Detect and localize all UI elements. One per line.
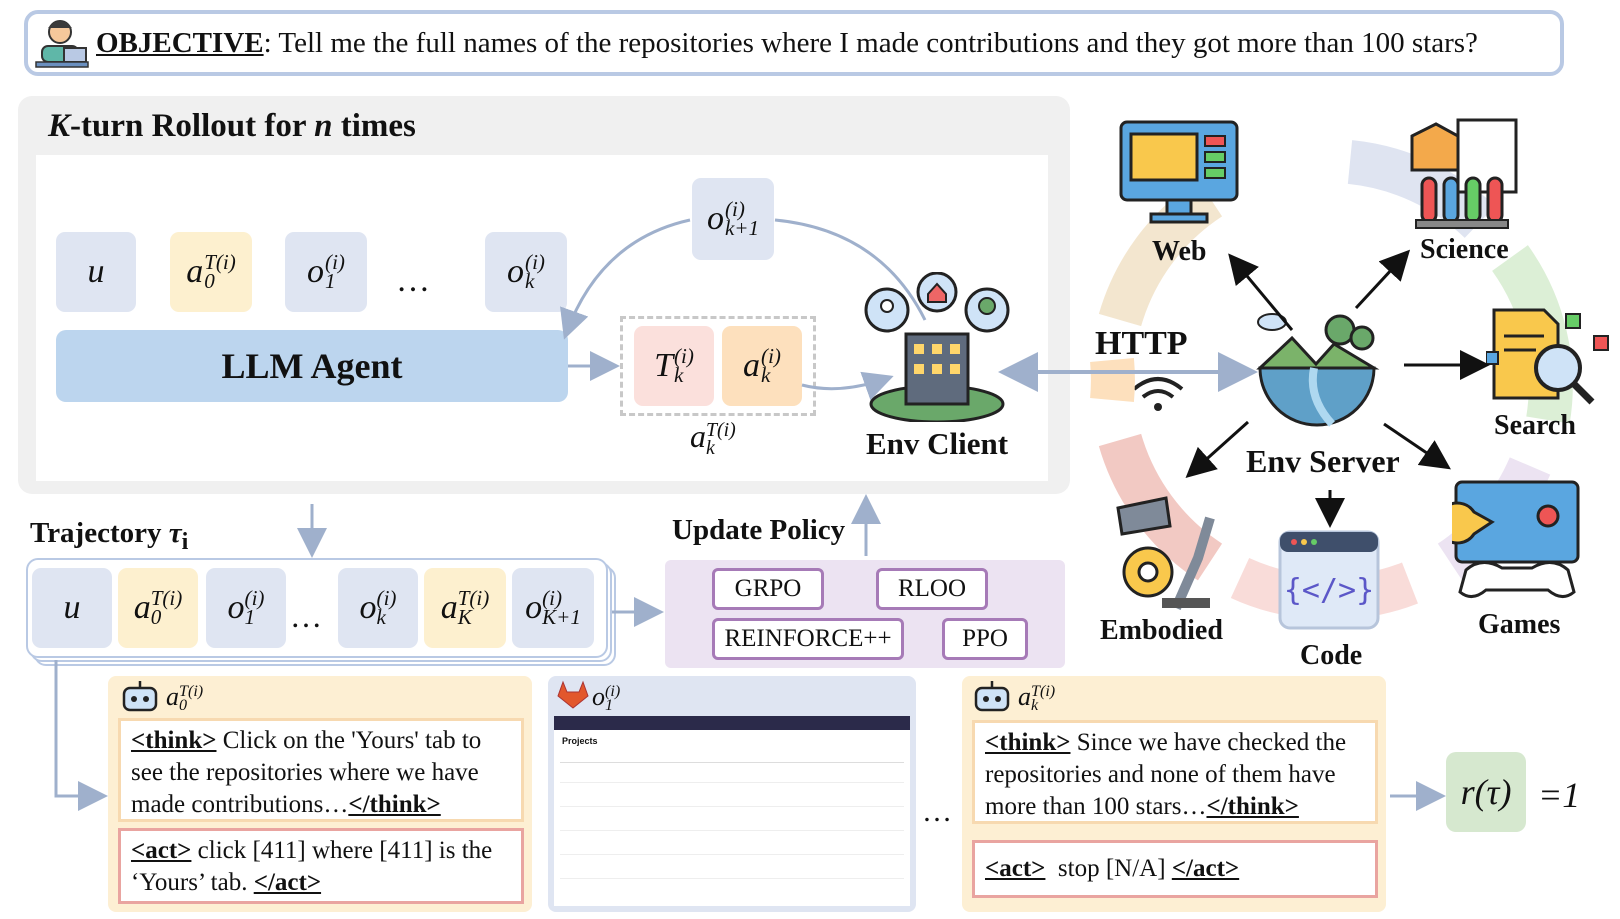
trajectory-title-symbol: τ: [168, 517, 182, 549]
domain-label-search: Search: [1494, 410, 1576, 441]
web-icon: [1119, 120, 1239, 224]
traj-token-o1: o(i)1: [206, 568, 286, 648]
code-icon: {</>}: [1278, 530, 1380, 630]
token-ok: o(i)k: [485, 232, 567, 312]
domain-label-games: Games: [1478, 609, 1561, 640]
objective-text: OBJECTIVE: Tell me the full names of the…: [96, 27, 1478, 60]
arrow-obs-to-agent: [560, 218, 691, 340]
thumb-heading: Projects: [562, 736, 598, 746]
act-close-tag: </act>: [253, 869, 322, 896]
algo-reinforce: REINFORCE++: [712, 618, 904, 660]
env-client-icon: [864, 272, 1010, 422]
games-icon: [1452, 480, 1580, 598]
example-o1-label: o(i)1: [592, 682, 621, 715]
rollout-ellipsis: …: [396, 262, 430, 299]
algo-ppo: PPO: [942, 618, 1028, 660]
robot-icon: [122, 681, 158, 712]
rollout-title-k: K: [48, 108, 71, 144]
domain-label-embodied: Embodied: [1100, 615, 1223, 646]
example-ak-act: <act> stop [N/A] </act>: [972, 840, 1378, 898]
objective-question: : Tell me the full names of the reposito…: [263, 27, 1478, 59]
token-o1: o(i)1: [285, 232, 367, 312]
thumb-topbar: [554, 716, 910, 730]
objective-banner: OBJECTIVE: Tell me the full names of the…: [24, 10, 1564, 76]
user-at-laptop-icon: [35, 20, 89, 68]
llm-agent-box: LLM Agent: [56, 330, 568, 402]
env-server-icon: [1256, 313, 1380, 427]
act-text: click [411] where [411] is the ‘Yours’ t…: [131, 837, 493, 896]
algo-rloo: RLOO: [876, 568, 988, 610]
arrow-server-to-web: [1228, 253, 1294, 331]
rollout-title-n: n: [314, 108, 333, 144]
arrow-server-to-embodied: [1185, 420, 1250, 479]
token-u: u: [56, 232, 136, 312]
reward-box: r(τ): [1446, 752, 1526, 832]
token-ok1: o(i)k+1: [692, 178, 774, 260]
token-ak: a(i)k: [722, 326, 802, 406]
action-group-dashed: [620, 316, 816, 416]
arrow-client-to-obs: [774, 218, 927, 321]
example-ak-think: <think> Since we have checked the reposi…: [972, 720, 1378, 824]
objective-keyword: OBJECTIVE: [96, 27, 264, 59]
act-open-tag: <act>: [131, 837, 192, 864]
act-text: stop [N/A]: [1045, 855, 1172, 882]
domain-label-code: Code: [1300, 640, 1363, 671]
env-server-label: Env Server: [1246, 443, 1400, 479]
algo-grpo: GRPO: [712, 568, 824, 610]
examples-ellipsis: …: [922, 795, 952, 828]
trajectory-title-sub: i: [181, 527, 189, 555]
think-close-tag: </think>: [1206, 793, 1299, 820]
traj-token-u: u: [32, 568, 112, 648]
update-policy-title: Update Policy: [672, 514, 846, 546]
trajectory-title-text: Trajectory: [30, 517, 169, 549]
reward-value: =1: [1538, 775, 1581, 815]
arrow-server-to-games: [1383, 422, 1451, 470]
domain-label-web: Web: [1152, 236, 1207, 267]
arrow-action-to-client: [801, 371, 894, 401]
env-client-label: Env Client: [866, 426, 1009, 461]
traj-token-ok: o(i)k: [338, 568, 418, 648]
think-text: Click on the 'Yours' tab to see the repo…: [131, 727, 482, 818]
act-close-tag: </act>: [1171, 855, 1240, 882]
example-a0-act: <act> click [411] where [411] is the ‘Yo…: [118, 828, 524, 904]
traj-token-oK1: o(i)K+1: [512, 568, 594, 648]
arrow-trajectory-to-examples: [54, 660, 108, 811]
traj-ellipsis: …: [290, 598, 322, 634]
token-tk: T(i)k: [634, 326, 714, 406]
think-open-tag: <think>: [131, 727, 217, 754]
search-icon: [1486, 308, 1609, 405]
svg-text:{</>}: {</>}: [1284, 573, 1374, 608]
embodied-icon: [1116, 496, 1215, 611]
screenshot-thumbnail: Projects: [554, 716, 910, 906]
rollout-title-end: times: [332, 108, 416, 144]
rollout-title: K-turn Rollout for n times: [48, 108, 416, 145]
example-a0-think: <think> Click on the 'Yours' tab to see …: [118, 718, 524, 822]
science-icon: [1410, 118, 1518, 229]
act-open-tag: <act>: [985, 855, 1046, 882]
rollout-title-mid: -turn Rollout for: [70, 108, 315, 144]
think-text: Since we have checked the repositories a…: [985, 729, 1347, 820]
domain-label-science: Science: [1420, 234, 1509, 265]
think-close-tag: </think>: [348, 791, 441, 818]
arrow-server-to-science: [1354, 249, 1411, 310]
think-open-tag: <think>: [985, 729, 1071, 756]
trajectory-title: Trajectory τi: [30, 517, 188, 556]
robot-icon: [974, 681, 1010, 712]
ring-segment-web: [1098, 179, 1223, 327]
gitlab-icon: [557, 680, 589, 709]
